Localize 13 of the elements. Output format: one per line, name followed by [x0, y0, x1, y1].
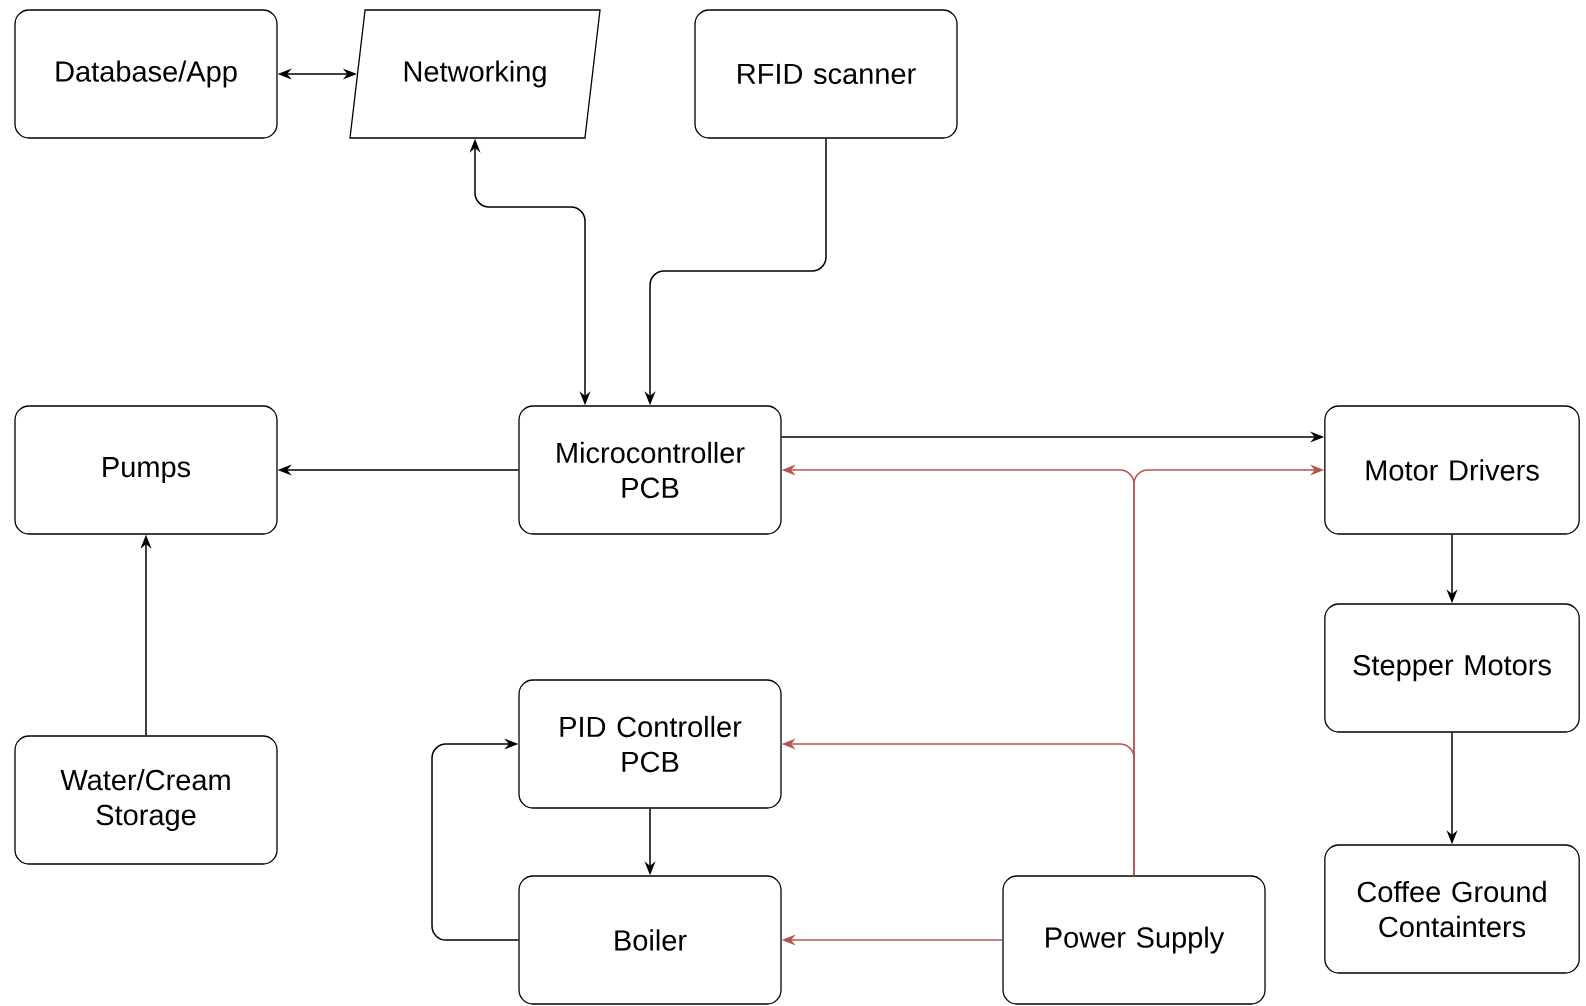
parallelogram-box: Networking	[349, 9, 601, 139]
process-box: Motor Drivers	[1324, 405, 1580, 535]
process-box: Water/Cream Storage	[14, 735, 278, 865]
process-box: Pumps	[14, 405, 278, 535]
process-box: Boiler	[518, 875, 782, 1005]
process-box: PID Controller PCB	[518, 679, 782, 809]
process-box: Database/App	[14, 9, 278, 139]
process-box: Power Supply	[1002, 875, 1266, 1005]
process-box: Stepper Motors	[1324, 603, 1580, 733]
process-box: RFID scanner	[694, 9, 958, 139]
process-box: Coffee Ground Containters	[1324, 844, 1580, 974]
process-box: Microcontroller PCB	[518, 405, 782, 535]
arrow	[431, 738, 520, 941]
